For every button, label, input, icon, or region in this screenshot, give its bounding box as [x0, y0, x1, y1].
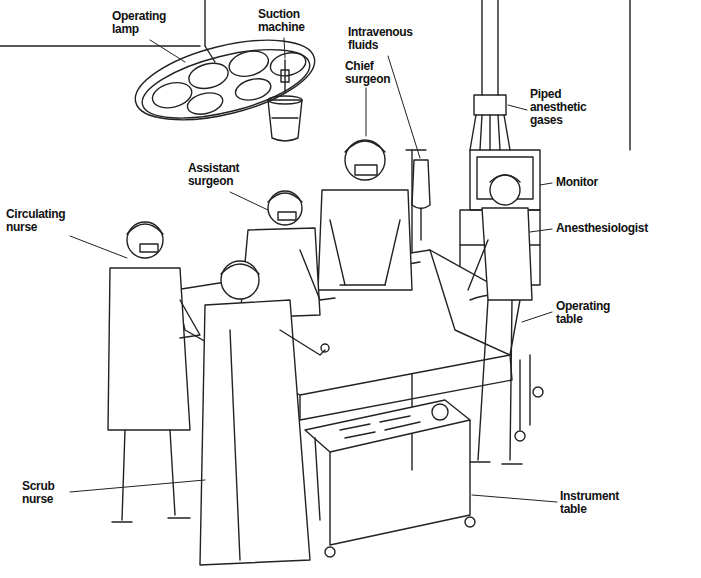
wall-line: [0, 45, 200, 46]
piped-gas-column: [470, 0, 510, 150]
part-label: Operating table: [556, 300, 624, 326]
part-label: Anesthesiologist: [556, 222, 666, 235]
suction-machine: [268, 60, 302, 141]
part-label: Scrub nurse: [22, 480, 68, 506]
part-label: Assistant surgeon: [188, 162, 256, 188]
anesthesiologist-figure: [468, 175, 532, 464]
assistant-surgeon-figure: [240, 191, 335, 318]
part-label: Operating lamp: [112, 10, 178, 36]
instrument-table: [305, 400, 475, 557]
lamp-arm: [205, 46, 215, 62]
ceiling-post: [204, 0, 205, 46]
leader-lines: [70, 38, 557, 502]
part-label: Circulating nurse: [6, 208, 80, 234]
part-label: Monitor: [556, 176, 626, 189]
circulating-nurse-figure: [108, 222, 200, 522]
part-label: Piped anesthetic gases: [530, 88, 600, 127]
part-label: Suction machine: [258, 8, 320, 34]
chief-surgeon-figure: [318, 140, 412, 290]
part-label: Intravenous fluids: [348, 26, 426, 52]
operating-lamp: [128, 25, 323, 135]
part-label: Instrument table: [560, 490, 636, 516]
part-label: Chief surgeon: [345, 60, 401, 86]
wall-line: [629, 0, 630, 150]
scrub-nurse-figure: [200, 261, 329, 565]
